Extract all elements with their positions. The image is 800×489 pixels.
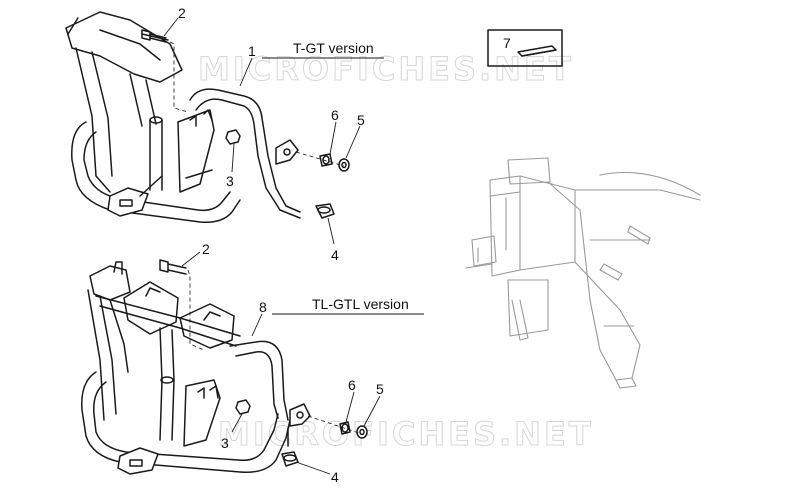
callout-6-top: 6: [331, 107, 339, 123]
callout-5-bottom: 5: [376, 381, 384, 397]
watermark-bottom: MICROFICHES.NET: [218, 415, 594, 453]
callout-7: 7: [503, 35, 511, 51]
version-label-top: T-GT version: [293, 40, 374, 56]
hardware-top: [141, 29, 350, 219]
callout-2-top: 2: [178, 5, 186, 21]
callout-3-bottom: 3: [221, 435, 229, 451]
ghost-frame-context: [465, 157, 701, 389]
callout-5-top: 5: [357, 112, 365, 128]
callout-1-top: 1: [248, 43, 256, 59]
leaders-bottom: [181, 251, 424, 475]
callout-4-bottom: 4: [331, 469, 339, 485]
watermark-top: MICROFICHES.NET: [198, 50, 574, 88]
callout-8-bottom: 8: [259, 299, 267, 315]
hardware-bottom: [159, 259, 368, 467]
callout-6-bottom: 6: [348, 377, 356, 393]
callout-3-top: 3: [226, 173, 234, 189]
frame-t-gt: [65, 11, 301, 224]
kit-box: [487, 29, 563, 67]
callout-2-bottom: 2: [202, 241, 210, 257]
callout-4-top: 4: [331, 247, 339, 263]
frame-tl-gtl: [81, 261, 311, 475]
version-label-bottom: TL-GTL version: [312, 296, 409, 312]
leaders-top: [163, 17, 384, 245]
